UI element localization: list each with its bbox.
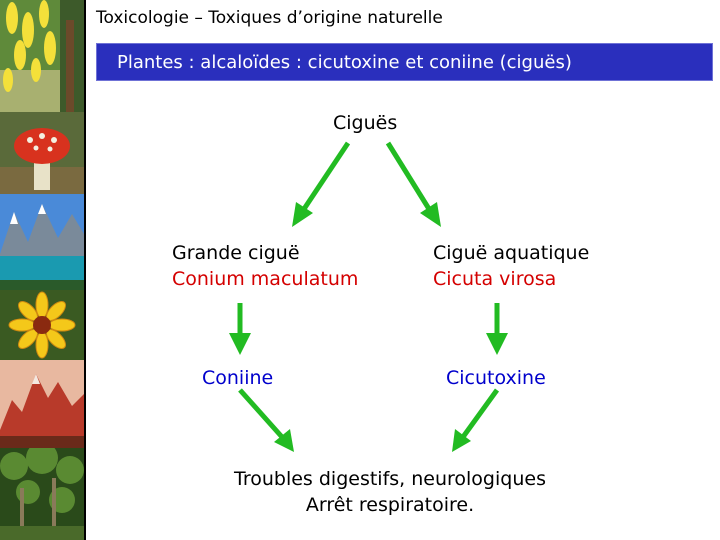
left-plant-node: Grande ciguë Conium maculatum bbox=[172, 240, 358, 292]
arrowhead-right-toxin bbox=[486, 333, 508, 355]
arrow-right-toxin-to-effects bbox=[463, 390, 497, 437]
arrowhead-right-plant bbox=[420, 202, 441, 227]
right-plant-node: Ciguë aquatique Cicuta virosa bbox=[433, 240, 589, 292]
arrow-root-to-right-plant bbox=[388, 143, 429, 209]
root-node-cigues: Ciguës bbox=[333, 110, 397, 136]
left-plant-common-name: Grande ciguë bbox=[172, 240, 358, 266]
right-plant-common-name: Ciguë aquatique bbox=[433, 240, 589, 266]
effects-line-1: Troubles digestifs, neurologiques bbox=[190, 466, 590, 492]
effects-node: Troubles digestifs, neurologiques Arrêt … bbox=[190, 466, 590, 518]
effects-line-2: Arrêt respiratoire. bbox=[190, 492, 590, 518]
arrowhead-left-plant bbox=[292, 202, 313, 227]
arrowhead-left-toxin bbox=[229, 333, 251, 355]
left-plant-latin-name: Conium maculatum bbox=[172, 266, 358, 292]
right-toxin-node: Cicutoxine bbox=[446, 365, 546, 391]
left-toxin-node: Coniine bbox=[202, 365, 273, 391]
arrow-root-to-left-plant bbox=[304, 143, 348, 209]
right-plant-latin-name: Cicuta virosa bbox=[433, 266, 589, 292]
arrow-left-toxin-to-effects bbox=[240, 390, 282, 437]
